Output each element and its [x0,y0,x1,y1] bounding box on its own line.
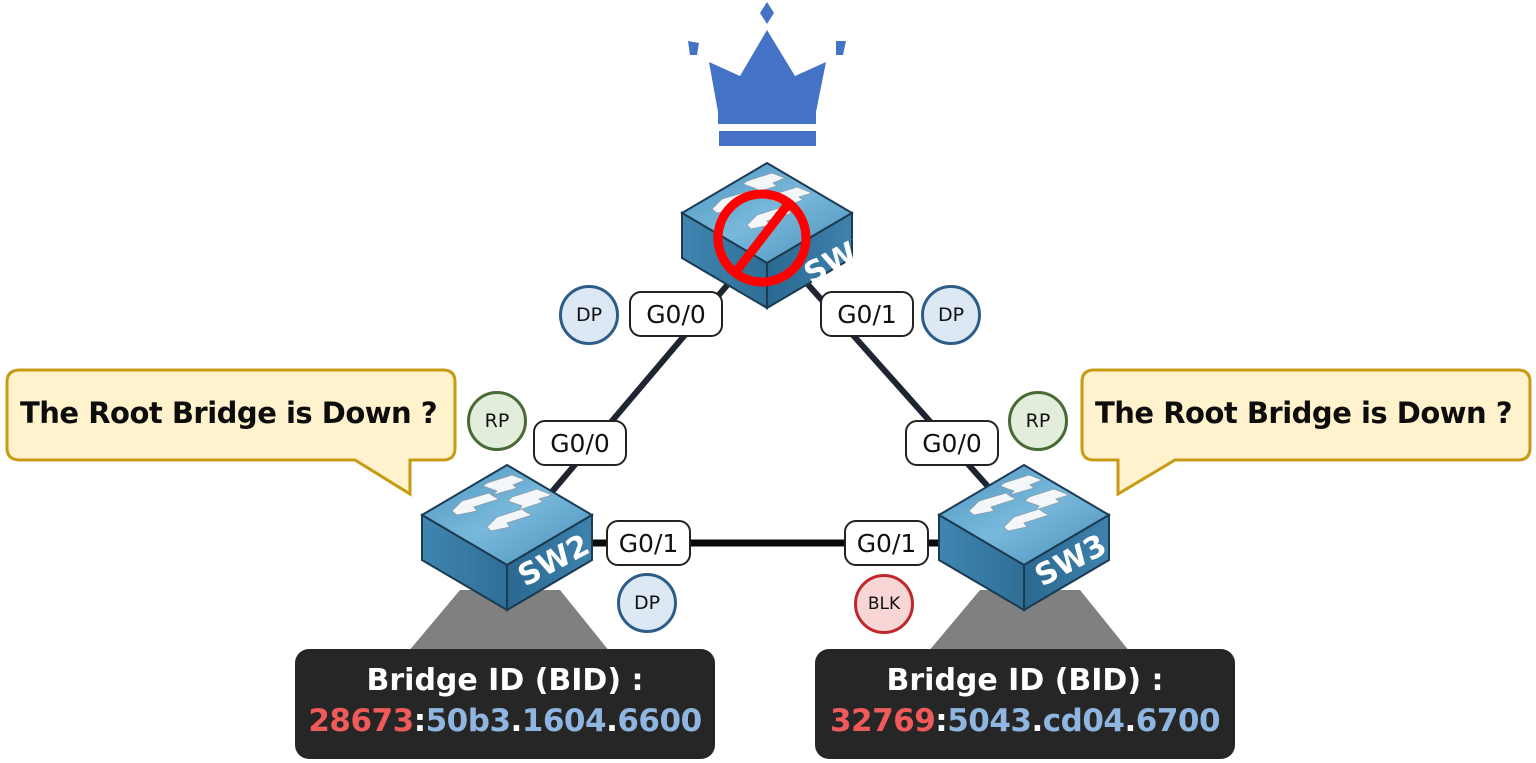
port-sw1-g0-0[interactable]: G0/0 [629,291,723,337]
bid-title-sw2: Bridge ID (BID) : [366,663,644,698]
bid-mac-dot: . [606,703,618,739]
bid-mac-dot: . [510,703,523,739]
role-sw3-g0-1-badge: BLK [854,574,914,634]
callout-sw3-shape [1080,368,1532,497]
role-sw2-g0-0-badge: RP [467,391,527,451]
switch-sw3[interactable]: SW3 [938,464,1112,611]
port-sw2-g0-1[interactable]: G0/1 [606,520,691,566]
bid-mac-part: cd04 [1042,703,1125,739]
callout-sw3-text: The Root Bridge is Down ? [1095,396,1513,430]
bid-separator: : [935,703,948,739]
bid-value-sw3: 32769:5043.cd04.6700 [815,703,1235,739]
bid-box-sw2: Bridge ID (BID) : 28673:50b3.1604.6600 [295,649,715,759]
role-sw1-g0-1-badge: DP [921,285,981,345]
role-sw2-g0-1-badge: DP [617,573,677,633]
port-sw3-g0-0[interactable]: G0/0 [905,420,999,466]
bid-mac-part: 50b3 [425,703,511,739]
port-sw3-g0-1[interactable]: G0/1 [844,520,929,566]
role-sw1-g0-0-badge: DP [559,285,619,345]
switch-sw2[interactable]: SW2 [421,464,595,611]
bid-mac-part: 5043 [947,703,1032,739]
bid-mac-part: 6700 [1135,703,1221,739]
bid-box-sw3: Bridge ID (BID) : 32769:5043.cd04.6700 [815,649,1235,759]
bid-mac-part: 1604 [521,703,607,739]
callout-sw2-text: The Root Bridge is Down ? [20,396,438,430]
bid-title-sw3: Bridge ID (BID) : [886,663,1164,698]
bid-mac-part: 6600 [617,703,702,739]
bid-mac-dot: . [1031,703,1043,739]
port-sw1-g0-1[interactable]: G0/1 [820,291,914,337]
crown-icon [688,2,846,146]
role-sw3-g0-0-badge: RP [1008,391,1068,451]
bid-priority-sw2: 28673 [308,703,414,739]
port-sw2-g0-0[interactable]: G0/0 [533,420,627,466]
bid-mac-dot: . [1124,703,1136,739]
bid-value-sw2: 28673:50b3.1604.6600 [295,703,715,739]
prohibited-icon [713,189,811,287]
switch-sw1[interactable]: SW1 [681,162,881,309]
sw2-shadow [408,590,610,652]
bid-priority-sw3: 32769 [829,703,936,739]
bid-separator: : [413,703,426,739]
callout-sw2-shape [5,368,457,497]
sw3-shadow [928,590,1130,652]
